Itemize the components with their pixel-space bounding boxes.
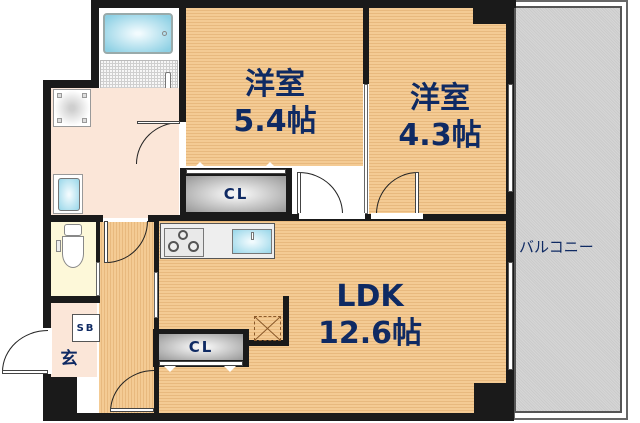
entrance-label: 玄 — [60, 349, 78, 369]
bathtub-icon — [103, 13, 173, 54]
closet-door-handle-icon — [164, 366, 176, 372]
room1-door-panel — [297, 172, 301, 214]
ldk-label: LDK 12.6帖 — [290, 280, 450, 350]
entrance-pillar — [43, 377, 77, 421]
wall-toilet-bottom — [43, 296, 100, 303]
room1-door[interactable] — [299, 172, 343, 214]
closet-1-doors[interactable] — [186, 169, 286, 174]
closet-door-handle-icon — [194, 162, 206, 168]
closet-1: CL — [186, 176, 286, 212]
door-gap — [299, 213, 365, 219]
wall-right — [506, 0, 514, 420]
shoe-box-label: SB — [76, 322, 96, 334]
ldk-window[interactable] — [508, 262, 513, 370]
western-room-1-label: 洋室 5.4帖 — [210, 68, 340, 138]
washroom-door-panel — [137, 121, 180, 124]
wall-l-vertical — [283, 296, 289, 346]
shoe-box: SB — [72, 314, 100, 342]
drain-icon — [162, 31, 167, 36]
closet-label: CL — [188, 338, 214, 356]
stove-icon — [164, 228, 204, 257]
closet-door-handle-icon — [224, 366, 236, 372]
toilet-sliding-door[interactable] — [96, 262, 100, 296]
wall-bottom — [43, 413, 514, 421]
kitchen-sink-icon — [232, 229, 272, 254]
wall-hall-ldk — [154, 222, 159, 418]
room-type: 洋室 — [245, 67, 305, 102]
ldk-door-panel — [110, 408, 154, 412]
room-size: 12.6帖 — [317, 316, 423, 351]
balcony-floor — [514, 6, 622, 413]
closet-2: CL — [159, 334, 243, 360]
closet-door-handle-icon — [264, 162, 276, 168]
door-gap — [371, 213, 423, 219]
room-type: 洋室 — [410, 81, 470, 116]
hall-ldk-sliding-door[interactable] — [154, 272, 158, 318]
room-type: LDK — [336, 279, 404, 314]
washbasin-icon — [53, 174, 83, 214]
wall-l-horizontal — [249, 340, 289, 346]
wall-washroom-bottom2 — [148, 215, 183, 222]
balcony-label: バルコニー — [519, 238, 594, 256]
wall-bath-room1 — [179, 0, 186, 122]
pillar-ldk — [474, 383, 514, 421]
wall-washroom-bottom — [43, 215, 103, 222]
sliding-partition[interactable] — [364, 84, 368, 214]
washing-machine-icon — [53, 89, 91, 127]
closet-2-doors[interactable] — [159, 361, 243, 366]
wall-room1-room2 — [363, 0, 369, 84]
western-room-2-label: 洋室 4.3帖 — [380, 82, 500, 152]
front-door-panel — [2, 370, 48, 374]
room2-window[interactable] — [508, 84, 513, 192]
ceiling-hatch-icon — [254, 316, 281, 341]
room-size: 5.4帖 — [233, 104, 317, 139]
western-room-1-floor — [186, 8, 363, 166]
wall-left-top — [43, 80, 99, 88]
room-size: 4.3帖 — [398, 118, 482, 153]
toilet-icon — [56, 224, 86, 270]
wall-bath-left — [91, 0, 99, 118]
pillar-room2 — [473, 0, 513, 24]
front-door[interactable] — [2, 330, 48, 372]
wall-left — [43, 80, 51, 420]
wall-top — [91, 0, 516, 8]
room2-door-panel — [415, 172, 419, 214]
hall-washroom-door-panel — [104, 221, 108, 263]
closet-label: CL — [223, 185, 249, 203]
